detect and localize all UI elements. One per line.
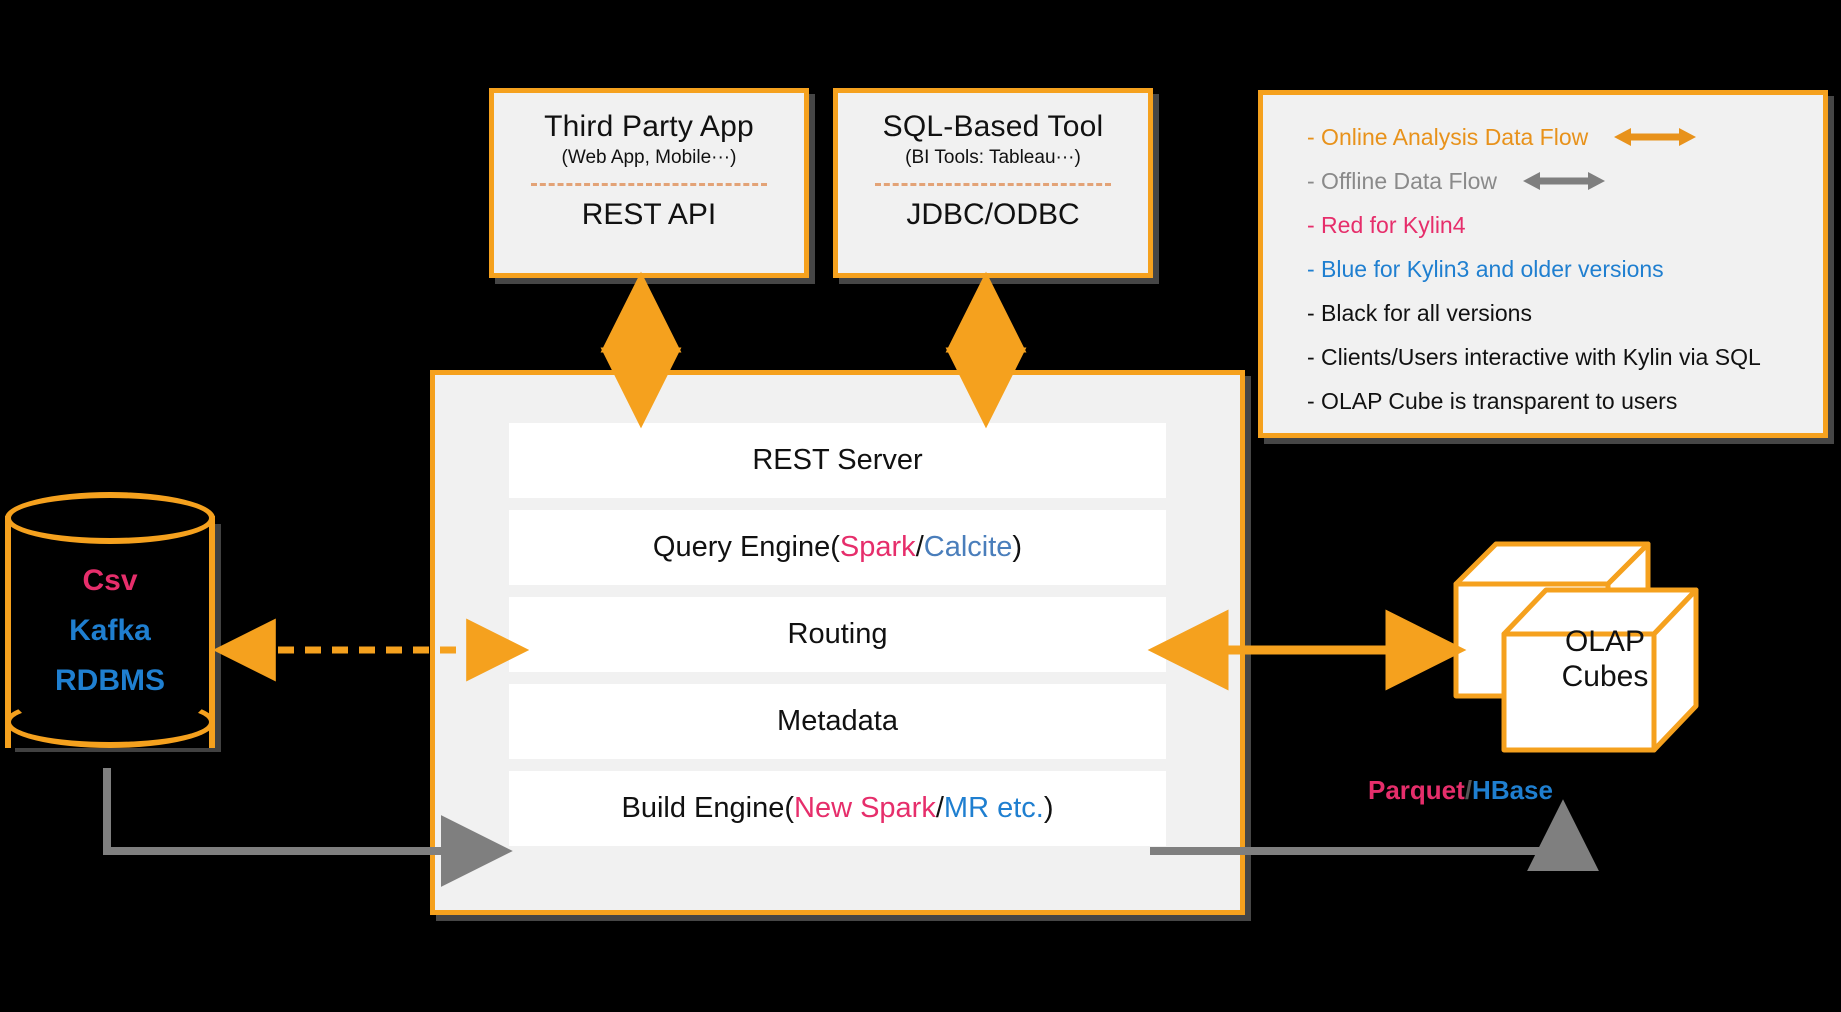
layer-text-part: Spark: [839, 531, 916, 563]
kylin-layer-build-engine[interactable]: Build Engine(New Spark/MR etc.): [509, 771, 1166, 846]
parquet-label: Parquet: [1368, 775, 1465, 805]
layer-text-part: Routing: [787, 618, 888, 650]
legend-item-label: - Black for all versions: [1307, 299, 1532, 326]
layer-text-part: Calcite: [923, 531, 1013, 563]
legend-item-4: - Black for all versions: [1307, 291, 1807, 335]
layer-text-part: /: [915, 531, 924, 563]
third-party-app-divider: [531, 182, 767, 186]
legend-item-6: - OLAP Cube is transparent to users: [1307, 379, 1807, 423]
legend-box: - Online Analysis Data Flow - Offline Dat…: [1258, 90, 1828, 438]
olap-label-line1: OLAP: [1564, 625, 1646, 658]
cylinder-body: [5, 516, 215, 748]
layer-text-part: Metadata: [777, 705, 898, 737]
third-party-app-protocol: REST API: [581, 197, 717, 231]
layer-text-part: New Spark: [794, 792, 936, 824]
layer-text-part: REST Server: [752, 444, 923, 476]
layer-text-part: MR etc.: [943, 792, 1044, 824]
legend-item-1: - Offline Data Flow: [1307, 159, 1807, 203]
third-party-app-box[interactable]: Third Party App (Web App, Mobile···) RES…: [489, 88, 809, 278]
legend-item-0: - Online Analysis Data Flow: [1307, 115, 1807, 159]
sql-based-tool-box[interactable]: SQL-Based Tool (BI Tools: Tableau···) JD…: [833, 88, 1153, 278]
legend-item-2: - Red for Kylin4: [1307, 203, 1807, 247]
sql-based-tool-content: SQL-Based Tool (BI Tools: Tableau···) JD…: [838, 93, 1148, 273]
olap-cube-front: [1500, 586, 1700, 754]
legend-item-label: - Clients/Users interactive with Kylin v…: [1307, 343, 1761, 370]
cylinder-top-ellipse: [5, 492, 215, 544]
legend-item-label: - OLAP Cube is transparent to users: [1307, 387, 1678, 414]
third-party-app-subtitle: (Web App, Mobile···): [561, 146, 737, 168]
data-source-label-1: Kafka: [69, 614, 151, 647]
kylin-layer-query-engine[interactable]: Query Engine(Spark/Calcite): [509, 510, 1166, 585]
sql-based-tool-subtitle: (BI Tools: Tableau···): [905, 146, 1081, 168]
legend-item-label: - Red for Kylin4: [1307, 211, 1466, 238]
legend-list: - Online Analysis Data Flow - Offline Dat…: [1307, 115, 1807, 423]
kylin-layer-routing[interactable]: Routing: [509, 597, 1166, 672]
storage-engines-label: Parquet/HBase: [1368, 775, 1553, 806]
olap-cubes-label: OLAP Cubes: [1530, 624, 1680, 695]
double-arrow-gray-icon: [1523, 170, 1606, 192]
data-source-label-2: RDBMS: [55, 664, 165, 697]
kylin-layer-rest-server[interactable]: REST Server: [509, 423, 1166, 498]
legend-item-label: - Online Analysis Data Flow: [1307, 123, 1589, 150]
cylinder-bottom-ellipse: [5, 696, 215, 748]
layer-text-part: /: [935, 792, 944, 824]
double-arrow-orange-icon: [1614, 126, 1697, 148]
hbase-label: HBase: [1472, 775, 1553, 805]
layer-text-part: Build Engine(: [621, 792, 795, 824]
kylin-layer-metadata[interactable]: Metadata: [509, 684, 1166, 759]
sql-based-tool-divider: [875, 182, 1111, 186]
sql-based-tool-protocol: JDBC/ODBC: [906, 197, 1080, 231]
legend-item-label: - Offline Data Flow: [1307, 167, 1498, 194]
legend-item-5: - Clients/Users interactive with Kylin v…: [1307, 335, 1807, 379]
third-party-app-content: Third Party App (Web App, Mobile···) RES…: [494, 93, 804, 273]
layer-text-part: ): [1043, 792, 1054, 824]
data-source-label-0: Csv: [82, 564, 138, 597]
olap-label-line2: Cubes: [1561, 660, 1649, 694]
storage-separator: /: [1464, 775, 1473, 805]
legend-item-label: - Blue for Kylin3 and older versions: [1307, 255, 1664, 282]
olap-cubes[interactable]: OLAP Cubes: [1452, 540, 1699, 765]
layer-text-part: ): [1012, 531, 1023, 563]
third-party-app-title: Third Party App: [544, 110, 754, 143]
sql-based-tool-title: SQL-Based Tool: [882, 110, 1104, 143]
layer-text-part: Query Engine(: [652, 531, 840, 563]
legend-item-3: - Blue for Kylin3 and older versions: [1307, 247, 1807, 291]
